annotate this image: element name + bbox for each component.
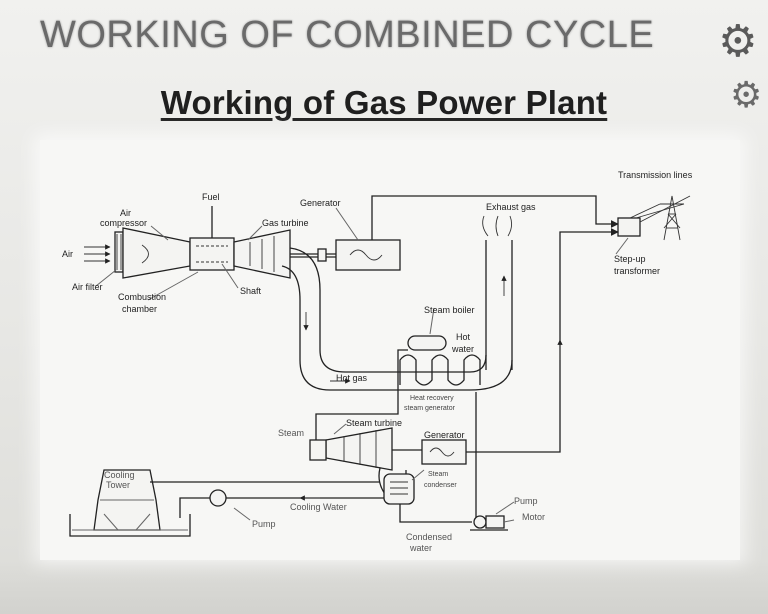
power-line-top <box>371 195 619 240</box>
cooling-water-loop <box>150 481 384 521</box>
power-line-bottom <box>466 228 619 453</box>
cooling-tower <box>93 469 161 531</box>
label-steam: Steam <box>278 428 304 438</box>
label-combustion-chamber-2: chamber <box>122 304 157 314</box>
cooling-basin <box>69 514 191 537</box>
label-cooling-tower-2: Tower <box>106 480 130 490</box>
label-cooling-water: Cooling Water <box>290 502 347 512</box>
generator-top <box>335 239 401 271</box>
air-filter <box>114 231 124 273</box>
steam-condenser <box>378 467 415 505</box>
shaft <box>290 248 336 262</box>
steam-boiler-drum <box>407 335 447 351</box>
label-transmission-lines: Transmission lines <box>618 170 693 180</box>
condensed-water-line <box>399 504 472 523</box>
label-condensed-water-1: Condensed <box>406 532 452 542</box>
label-hrsg-2: steam generator <box>404 405 456 412</box>
label-air: Air <box>62 249 73 259</box>
label-pump-right: Pump <box>514 496 538 506</box>
label-steam-turbine: Steam turbine <box>346 418 402 428</box>
label-hot-water-2: water <box>451 344 474 354</box>
slide-subtitle: Working of Gas Power Plant <box>160 84 608 121</box>
label-condensed-water-2: water <box>409 543 432 553</box>
hot-gas-duct <box>281 247 513 391</box>
combustion-chamber <box>189 206 235 271</box>
label-combustion-chamber-1: Combustion <box>118 292 166 302</box>
diagram-labels: Transmission lines Fuel Generator Exhaus… <box>62 170 693 553</box>
generator-bottom <box>392 439 467 465</box>
air-inlet-arrows <box>84 244 111 264</box>
exhaust-stack <box>482 215 513 370</box>
label-air-filter: Air filter <box>72 282 103 292</box>
label-step-up-2: transformer <box>614 266 660 276</box>
slide-title: WORKING OF COMBINED CYCLE <box>40 14 655 56</box>
step-up-transformer <box>617 217 641 237</box>
label-exhaust-gas: Exhaust gas <box>486 202 536 212</box>
leader-lines <box>95 207 629 523</box>
label-cooling-tower-1: Cooling <box>104 470 135 480</box>
air-compressor <box>122 227 191 279</box>
label-motor: Motor <box>522 512 545 522</box>
label-hot-water-1: Hot <box>456 332 471 342</box>
pump-left <box>209 489 227 507</box>
label-pump-left: Pump <box>252 519 276 529</box>
label-gas-turbine: Gas turbine <box>262 218 309 228</box>
gear-icon: ⚙ <box>718 16 758 67</box>
heat-recovery-steam-generator <box>399 335 481 386</box>
label-air-compressor-1: Air <box>120 208 131 218</box>
label-steam-boiler: Steam boiler <box>424 305 475 315</box>
label-hot-gas: Hot gas <box>336 373 368 383</box>
gas-turbine <box>233 229 291 279</box>
label-step-up-1: Step-up <box>614 254 646 264</box>
steam-turbine <box>309 427 393 471</box>
label-steam-condenser-1: Steam <box>428 471 448 478</box>
steam-line <box>315 349 408 440</box>
label-generator-bottom: Generator <box>424 430 465 440</box>
label-fuel: Fuel <box>202 192 220 202</box>
transmission-tower <box>629 195 691 241</box>
label-shaft: Shaft <box>240 286 262 296</box>
label-steam-condenser-2: condenser <box>424 482 457 489</box>
motor-pump <box>470 515 508 531</box>
label-hrsg-1: Heat recovery <box>410 395 454 402</box>
gear-icon: ⚙ <box>730 75 763 116</box>
label-air-compressor-2: compressor <box>100 218 147 228</box>
bottom-shadow <box>0 560 768 614</box>
label-generator-top: Generator <box>300 198 341 208</box>
